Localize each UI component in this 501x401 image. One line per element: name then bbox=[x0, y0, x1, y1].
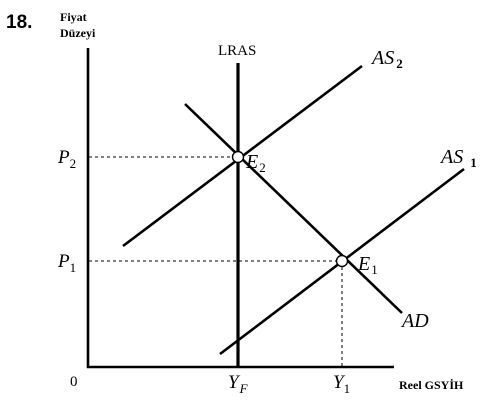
y-axis-title-line2: Düzeyi bbox=[60, 26, 96, 40]
p2-tick-label: P2 bbox=[57, 147, 76, 171]
x-axis-title: Reel GSYİH bbox=[399, 378, 464, 392]
y1-tick-label: Y1 bbox=[333, 372, 350, 396]
ad-curve bbox=[184, 103, 403, 314]
e2-label: E2 bbox=[245, 151, 266, 175]
yf-tick-label: YF bbox=[228, 372, 249, 396]
origin-label: 0 bbox=[70, 374, 78, 390]
lras-label: LRAS bbox=[218, 43, 256, 59]
ad-label: AD bbox=[400, 310, 429, 332]
equilibrium-point-e1 bbox=[335, 254, 349, 268]
e1-label: E1 bbox=[357, 253, 378, 277]
y-axis-title-line1: Fiyat bbox=[60, 10, 87, 24]
p1-tick-label: P1 bbox=[57, 251, 76, 275]
equilibrium-point-e2 bbox=[231, 150, 245, 164]
question-number: 18. bbox=[6, 12, 32, 33]
